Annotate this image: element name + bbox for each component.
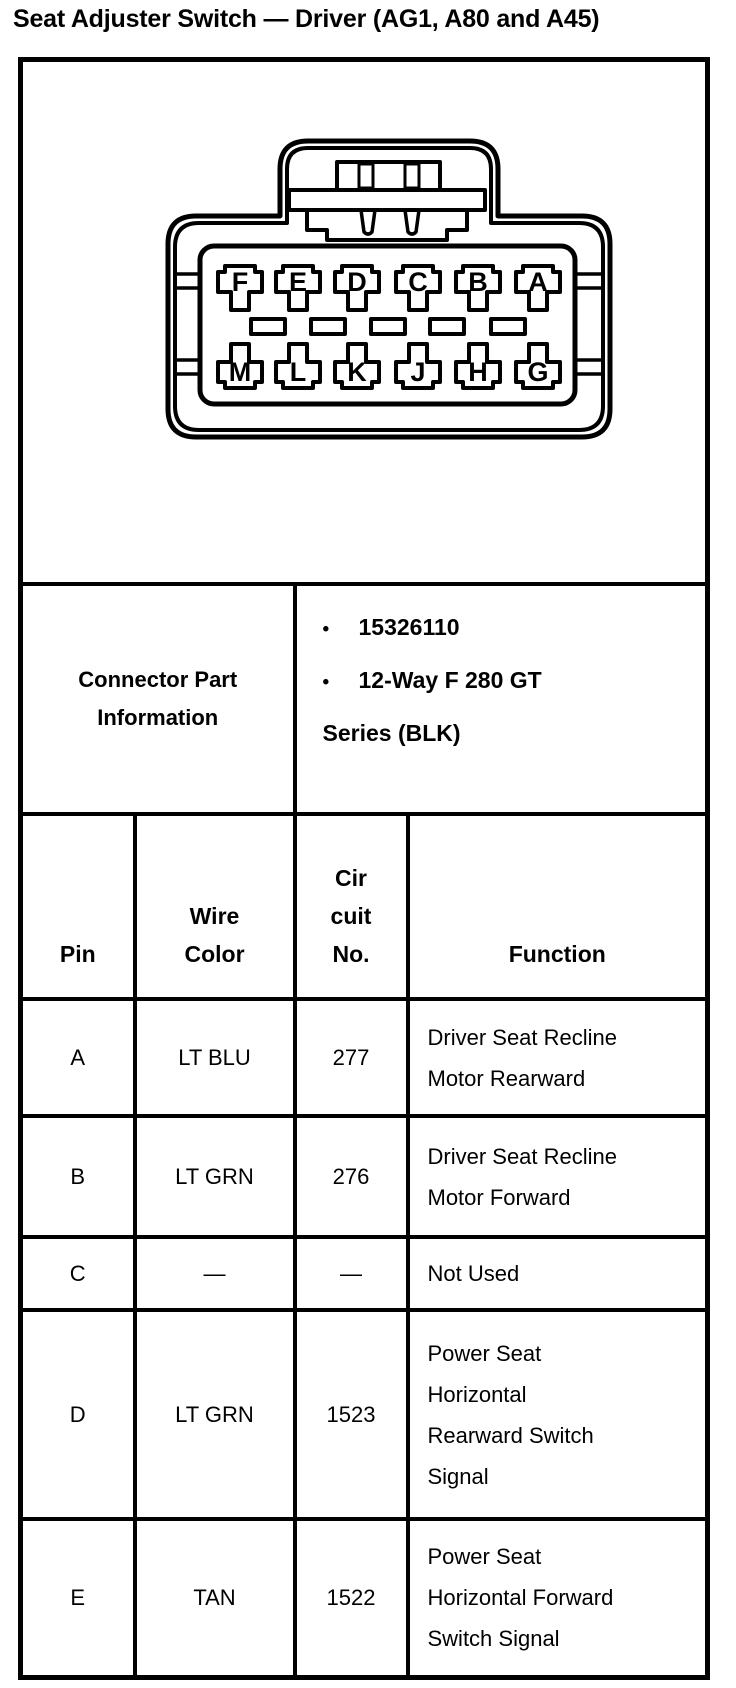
circuit-no-cell: 276: [292, 1114, 410, 1239]
bullet-icon: •: [322, 672, 330, 693]
pin-slot-k: [333, 342, 381, 390]
wire-color-cell: LT GRN: [132, 1114, 297, 1239]
pin-letter-c: C: [408, 267, 428, 297]
pin-slot-m: [216, 342, 264, 390]
wire-color-cell: —: [132, 1235, 297, 1312]
part-info-detail-cell: • 15326110 • 12-Way F 280 GT Series (BLK…: [292, 582, 710, 816]
pin-slot-g: [514, 342, 562, 390]
pin-letter-e: E: [289, 267, 307, 297]
pin-letter-f: F: [232, 267, 249, 297]
bottom-pin-row: [216, 342, 562, 390]
part-series-continuation: Series (BLK): [322, 720, 461, 746]
pinout-table: F E D C B A M L K J H G Connector Part I…: [18, 57, 710, 1680]
pin-letter-m: M: [229, 357, 252, 387]
table-row: A LT BLU 277 Driver Seat Recline Motor R…: [18, 997, 710, 1118]
bullet-icon: •: [322, 619, 330, 640]
pin-letter-l: L: [290, 357, 307, 387]
pin-slot-f: [216, 264, 264, 312]
function-cell: Power Seat Horizontal Forward Switch Sig…: [405, 1517, 710, 1679]
pin-letter-d: D: [347, 267, 367, 297]
circuit-no-cell: —: [292, 1235, 410, 1312]
part-series: 12-Way F 280 GT: [358, 667, 542, 693]
pin-letter-j: J: [410, 357, 425, 387]
header-wire-color: Wire Color: [132, 812, 297, 1001]
part-info-label: Connector Part Information: [78, 667, 238, 730]
part-number-item: • 15326110: [323, 602, 700, 655]
alignment-dashes: [249, 317, 527, 336]
connector-latch: [287, 160, 487, 242]
header-function: Function: [405, 812, 710, 1001]
table-row: C — — Not Used: [18, 1235, 710, 1312]
function-cell: Driver Seat Recline Motor Forward: [405, 1114, 710, 1239]
function-cell: Power Seat Horizontal Rearward Switch Si…: [405, 1308, 710, 1521]
header-circuit-no: Cir cuit No.: [292, 812, 410, 1001]
pin-slot-h: [454, 342, 502, 390]
pin-letter-k: K: [347, 357, 367, 387]
circuit-no-cell: 1523: [292, 1308, 410, 1521]
pin-letter-a: A: [528, 267, 548, 297]
table-row: E TAN 1522 Power Seat Horizontal Forward…: [18, 1517, 710, 1679]
pin-slot-e: [274, 264, 322, 312]
part-info-label-cell: Connector Part Information: [18, 582, 297, 816]
top-pin-row: [216, 264, 562, 312]
pin-cell: B: [18, 1114, 137, 1239]
table-row: D LT GRN 1523 Power Seat Horizontal Rear…: [18, 1308, 710, 1521]
circuit-no-cell: 1522: [292, 1517, 410, 1679]
pin-cell: D: [18, 1308, 137, 1521]
pin-slot-a: [514, 264, 562, 312]
pin-cavity: [197, 243, 578, 407]
part-number: 15326110: [358, 614, 460, 640]
function-cell: Not Used: [405, 1235, 710, 1312]
connector-diagram-cell: F E D C B A M L K J H G: [18, 57, 710, 586]
wire-color-cell: LT GRN: [132, 1308, 297, 1521]
header-pin: Pin: [18, 812, 137, 1001]
pin-slot-c: [394, 264, 442, 312]
pin-letter-b: B: [468, 267, 488, 297]
pin-slot-j: [394, 342, 442, 390]
pin-letter-h: H: [468, 357, 488, 387]
pin-slot-b: [454, 264, 502, 312]
pin-letters: F E D C B A M L K J H G: [229, 267, 549, 387]
page-title: Seat Adjuster Switch — Driver (AG1, A80 …: [13, 5, 600, 33]
part-series-item: • 12-Way F 280 GT: [323, 655, 700, 708]
pin-letter-g: G: [527, 357, 548, 387]
side-keyways: [173, 272, 605, 376]
wire-color-cell: TAN: [132, 1517, 297, 1679]
connector-diagram: F E D C B A M L K J H G: [165, 138, 613, 440]
pin-slot-d: [333, 264, 381, 312]
pin-cell: A: [18, 997, 137, 1118]
wire-color-cell: LT BLU: [132, 997, 297, 1118]
pin-slot-l: [274, 342, 322, 390]
table-row: B LT GRN 276 Driver Seat Recline Motor F…: [18, 1114, 710, 1239]
connector-outer-outline: [165, 138, 613, 440]
function-cell: Driver Seat Recline Motor Rearward: [405, 997, 710, 1118]
pin-cell: E: [18, 1517, 137, 1679]
pin-cell: C: [18, 1235, 137, 1312]
circuit-no-cell: 277: [292, 997, 410, 1118]
table-header-row: Pin Wire Color Cir cuit No. Function: [18, 812, 710, 1001]
